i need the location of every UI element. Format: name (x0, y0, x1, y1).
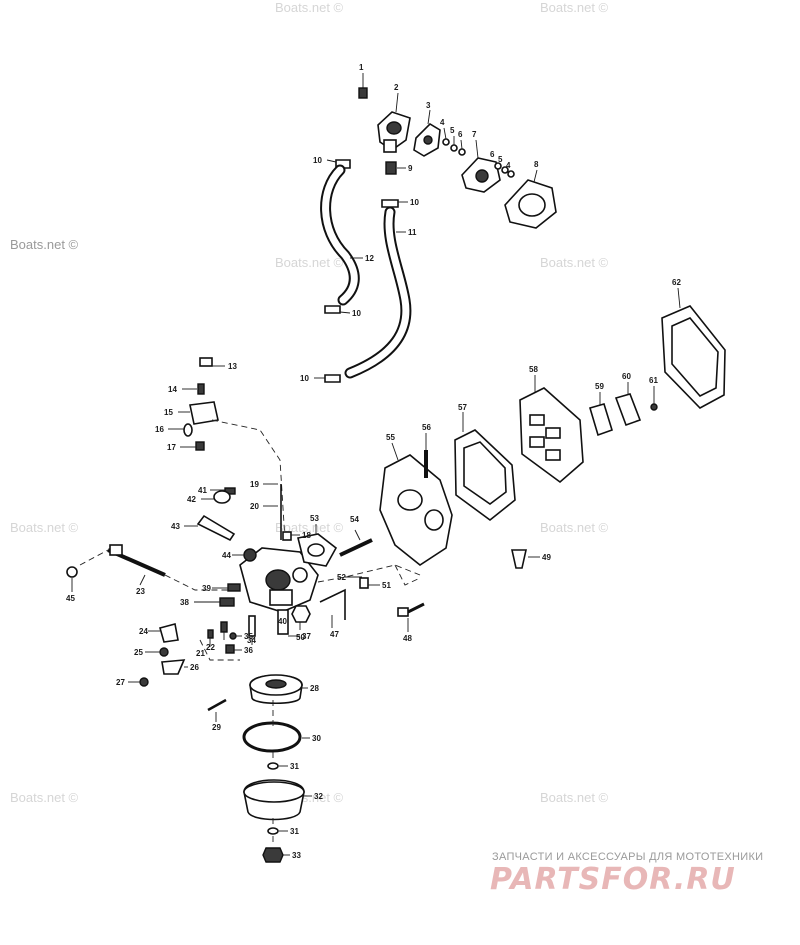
callout-label: 6 (458, 130, 463, 139)
watermark: Boats.net © (540, 255, 609, 270)
callout-label: 34 (247, 636, 256, 645)
watermark: Boats.net © (540, 790, 609, 805)
callout-label: 45 (66, 594, 75, 603)
callout-label: 35 (244, 632, 253, 641)
callout-label: 48 (403, 634, 412, 643)
callout-label: 52 (337, 573, 346, 582)
watermark: Boats.net © (10, 520, 79, 535)
callout-label: 9 (408, 164, 413, 173)
callout-label: 18 (302, 531, 311, 540)
callout-label: 60 (622, 372, 631, 381)
watermark: Boats.net © (540, 520, 609, 535)
brand-caption: ЗАПЧАСТИ И АКСЕССУАРЫ ДЛЯ МОТОТЕХНИКИ (492, 851, 764, 863)
callout-label: 53 (310, 514, 319, 523)
callout-label: 10 (300, 374, 309, 383)
manifold-group (379, 287, 726, 632)
callout-label: 37 (302, 632, 311, 641)
callout-label: 19 (250, 480, 259, 489)
brand-logo: PARTSFOR.RU (490, 862, 736, 897)
callout-label: 5 (498, 155, 503, 164)
callout-label: 6 (490, 150, 495, 159)
callout-label: 59 (595, 382, 604, 391)
callout-label: 57 (458, 403, 467, 412)
callout-label: 16 (155, 425, 164, 434)
callout-label: 62 (672, 278, 681, 287)
callout-label: 39 (202, 584, 211, 593)
callout-label: 50 (296, 633, 305, 642)
linkage-group (168, 357, 286, 541)
callout-label: 15 (164, 408, 173, 417)
callout-label: 30 (312, 734, 321, 743)
callout-label: 29 (212, 723, 221, 732)
callout-label: 10 (352, 309, 361, 318)
callout-label: 55 (386, 433, 395, 442)
callout-label: 8 (534, 160, 539, 169)
callout-label: 4 (506, 161, 511, 170)
callout-label: 33 (292, 851, 301, 860)
carburetor-body (66, 483, 421, 637)
callout-label: 31 (290, 827, 299, 836)
callout-label: 49 (542, 553, 551, 562)
callout-label: 40 (278, 617, 287, 626)
watermark: Boats.net © (275, 255, 344, 270)
callout-label: 2 (394, 83, 399, 92)
callout-label: 27 (116, 678, 125, 687)
callout-label: 10 (313, 156, 322, 165)
watermark: Boats.net © (10, 790, 79, 805)
callout-label: 22 (206, 643, 215, 652)
callout-label: 56 (422, 423, 431, 432)
callout-label: 24 (139, 627, 148, 636)
callout-label: 20 (250, 502, 259, 511)
callout-label: 41 (198, 486, 207, 495)
callout-label: 58 (529, 365, 538, 374)
callout-label: 4 (440, 118, 445, 127)
callout-label: 51 (382, 581, 391, 590)
callout-label: 38 (180, 598, 189, 607)
callout-label: 7 (472, 130, 477, 139)
callout-label: 43 (171, 522, 180, 531)
callout-label: 23 (136, 587, 145, 596)
watermark: Boats.net © (275, 0, 344, 15)
callout-label: 25 (134, 648, 143, 657)
watermark: Boats.net © (275, 520, 344, 535)
callout-label: 61 (649, 376, 658, 385)
callout-label: 14 (168, 385, 177, 394)
callout-label: 32 (314, 792, 323, 801)
watermark: Boats.net © (540, 0, 609, 15)
float-bowl-group (128, 615, 312, 863)
callout-label: 5 (450, 126, 455, 135)
callout-label: 42 (187, 495, 196, 504)
callout-label: 28 (310, 684, 319, 693)
callout-label: 11 (408, 228, 417, 237)
callout-label: 31 (290, 762, 299, 771)
callout-label: 47 (330, 630, 339, 639)
callout-label: 12 (365, 254, 374, 263)
fuel-pump-group (314, 73, 557, 383)
callout-label: 54 (350, 515, 359, 524)
callout-label: 36 (244, 646, 253, 655)
callout-label: 44 (222, 551, 231, 560)
callout-label: 1 (359, 63, 364, 72)
callout-label: 21 (196, 649, 205, 658)
callout-label: 10 (410, 198, 419, 207)
watermark: Boats.net © (10, 237, 79, 252)
callout-label: 17 (167, 443, 176, 452)
callout-labels: 1 2 3 4 5 6 7 6 5 4 8 10 9 10 11 12 10 1… (66, 63, 681, 860)
callout-label: 26 (190, 663, 199, 672)
callout-label: 3 (426, 101, 431, 110)
callout-label: 13 (228, 362, 237, 371)
